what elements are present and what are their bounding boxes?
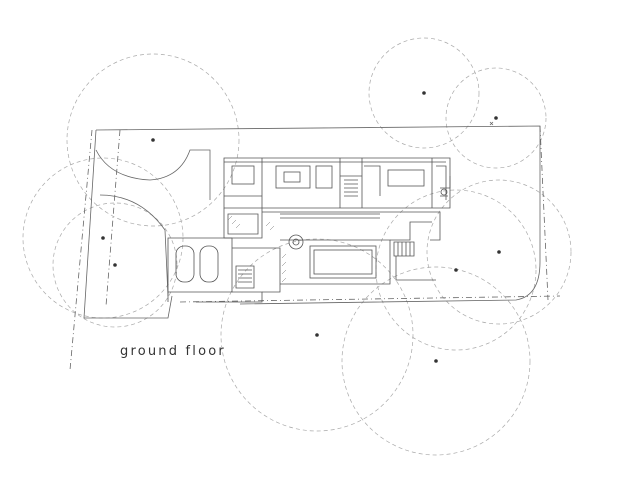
drawing-caption: ground floor <box>120 344 226 359</box>
tree-canopy <box>445 67 547 169</box>
property-boundary <box>69 121 561 371</box>
spiral-stair <box>288 234 304 250</box>
tree-canopy <box>368 37 480 149</box>
tree-trunk <box>422 91 426 95</box>
tree-trunk <box>151 138 155 142</box>
tree-canopy <box>341 266 531 456</box>
tree-trunk <box>101 236 105 240</box>
sofa-furniture <box>275 165 311 189</box>
tree-canopies <box>22 37 572 456</box>
tree-canopy <box>66 53 240 227</box>
car-left <box>175 245 195 283</box>
tree-trunk <box>454 268 458 272</box>
kitchen-island <box>387 169 425 187</box>
tree-canopy <box>52 202 178 328</box>
tree-trunk <box>113 263 117 267</box>
corridor-walls <box>223 208 441 241</box>
tree-trunk <box>497 250 501 254</box>
tree-canopy <box>375 189 537 351</box>
dining-table <box>315 165 333 189</box>
swimming-pool <box>309 245 377 279</box>
terrace-stairs <box>393 241 415 257</box>
house-plan <box>167 157 451 303</box>
tree-trunk <box>494 116 498 120</box>
tree-trunk <box>434 359 438 363</box>
main-wing-walls <box>223 157 451 209</box>
wall-hatching <box>227 215 287 283</box>
stairs-main <box>344 179 358 197</box>
tree-canopy <box>220 238 414 432</box>
tree-trunk <box>315 333 319 337</box>
tree-trunks <box>101 91 501 363</box>
car-right <box>199 245 219 283</box>
tree-canopy <box>426 179 572 325</box>
